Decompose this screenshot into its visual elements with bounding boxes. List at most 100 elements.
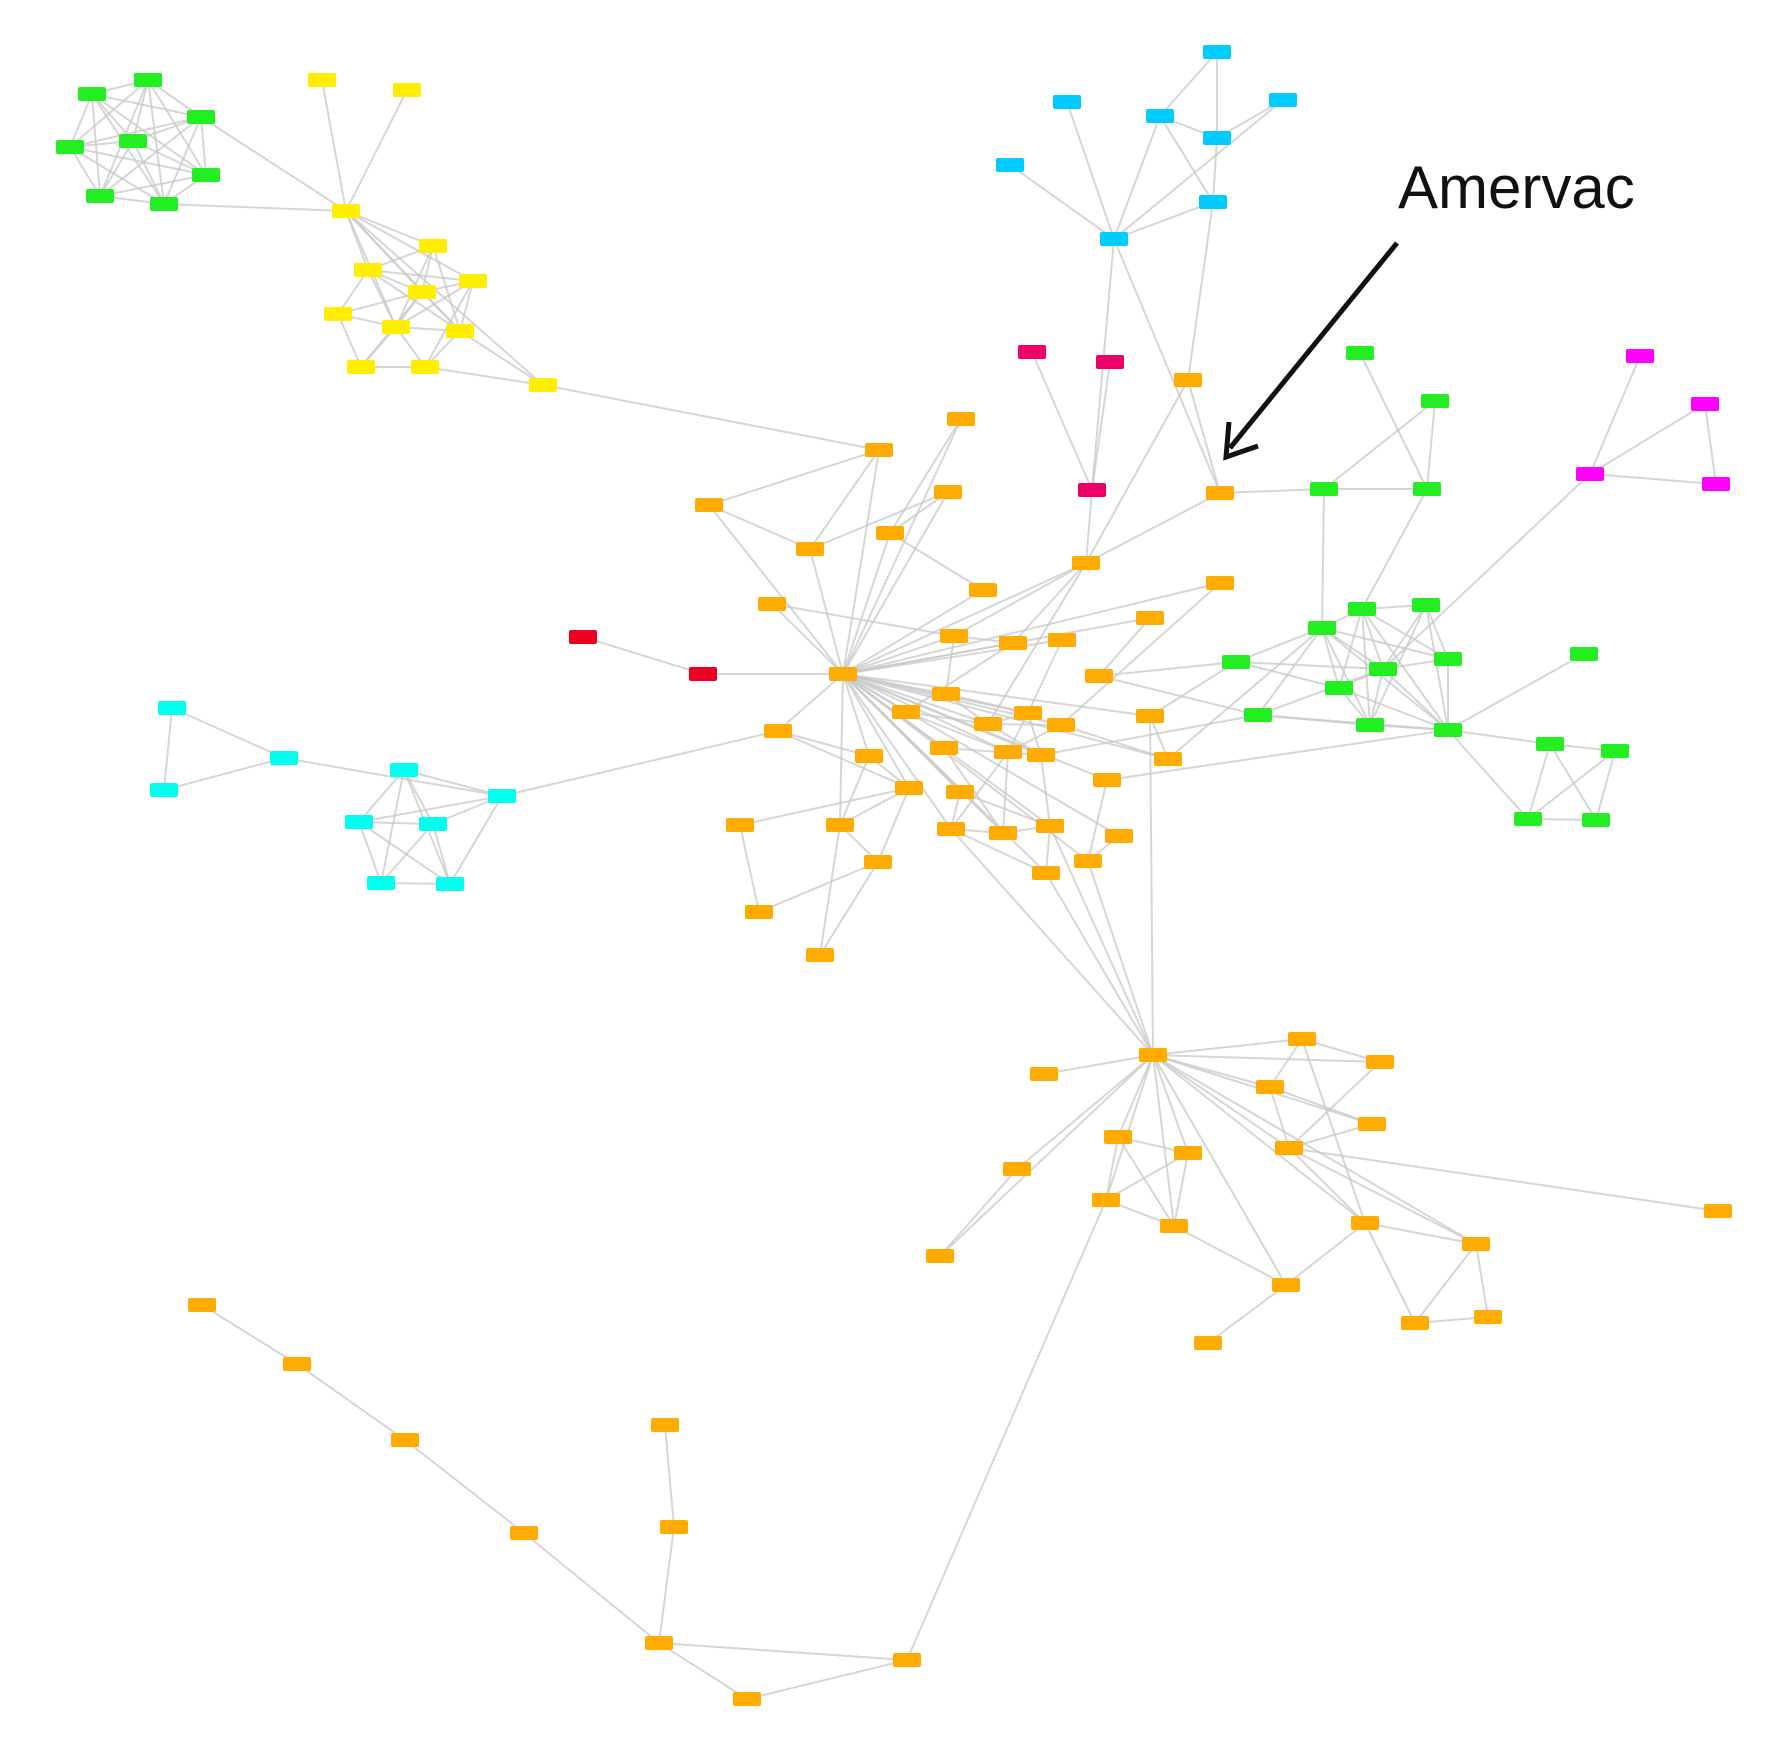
- edge: [1187, 379, 1221, 494]
- edge: [147, 79, 207, 176]
- node-orange: [796, 542, 824, 556]
- edge: [905, 642, 1014, 713]
- edge: [1085, 379, 1189, 564]
- edge: [1589, 403, 1706, 475]
- edge: [1364, 1222, 1416, 1324]
- node-orange: [855, 749, 883, 763]
- edge: [1382, 604, 1427, 670]
- edge: [1152, 1054, 1189, 1154]
- edge: [1152, 1054, 1381, 1063]
- edge: [842, 673, 1151, 717]
- node-orange: [1462, 1237, 1490, 1251]
- edge: [171, 707, 285, 759]
- edge: [523, 1532, 660, 1644]
- node-orange: [926, 1249, 954, 1263]
- node-green: [1222, 655, 1250, 669]
- node-orange: [940, 629, 968, 643]
- node-green: [1413, 482, 1441, 496]
- node-orange: [1092, 1193, 1120, 1207]
- edge: [1187, 201, 1214, 381]
- edge: [842, 491, 949, 675]
- edge: [905, 711, 1009, 753]
- edge: [345, 89, 408, 212]
- edge: [1040, 754, 1051, 827]
- node-green: [1346, 346, 1374, 360]
- node-orange: [1704, 1204, 1732, 1218]
- node-yellow: [308, 73, 336, 87]
- node-green: [187, 110, 215, 124]
- edge: [1031, 351, 1093, 491]
- edge: [1257, 668, 1384, 716]
- edge: [1149, 715, 1154, 1056]
- node-magenta: [1702, 477, 1730, 491]
- edge: [1060, 582, 1221, 726]
- node-yellow: [411, 360, 439, 374]
- edge: [459, 330, 544, 386]
- node-yellow: [382, 320, 410, 334]
- edge: [296, 1363, 406, 1441]
- edge: [380, 823, 434, 884]
- edge: [163, 757, 285, 791]
- node-sky: [1203, 45, 1231, 59]
- edge: [99, 116, 202, 197]
- edge: [501, 730, 779, 797]
- edge: [1269, 1086, 1290, 1149]
- edge: [1321, 627, 1449, 731]
- node-orange: [895, 781, 923, 795]
- edge: [1087, 779, 1108, 862]
- edge: [1704, 403, 1717, 485]
- edge: [842, 673, 1120, 837]
- edge: [1009, 164, 1115, 240]
- edge: [939, 1054, 1154, 1257]
- edge: [1425, 604, 1449, 660]
- edge: [163, 707, 173, 791]
- node-green: [1412, 598, 1440, 612]
- edge: [1152, 1054, 1175, 1227]
- edge: [906, 1199, 1107, 1661]
- node-orange: [510, 1526, 538, 1540]
- node-green: [1308, 621, 1336, 635]
- edge: [777, 730, 910, 789]
- node-yellow: [393, 83, 421, 97]
- node-orange: [764, 724, 792, 738]
- node-orange: [974, 717, 1002, 731]
- node-green: [1325, 681, 1353, 695]
- edge: [1361, 488, 1428, 610]
- edge: [809, 491, 949, 550]
- node-magenta: [1626, 349, 1654, 363]
- edge: [69, 79, 149, 148]
- edge: [1113, 238, 1221, 494]
- node-yellow: [419, 239, 447, 253]
- edge: [1159, 51, 1218, 117]
- edge: [1269, 1038, 1303, 1088]
- edge-layer: [69, 51, 1719, 1700]
- annotation: Amervac: [1223, 154, 1635, 461]
- node-green: [192, 168, 220, 182]
- edge: [1527, 750, 1616, 820]
- edge: [1364, 1222, 1477, 1245]
- edge: [1173, 1152, 1189, 1227]
- edge: [839, 755, 870, 826]
- node-yellow: [324, 307, 352, 321]
- node-aqua: [345, 815, 373, 829]
- edge: [1152, 1038, 1303, 1056]
- node-orange: [864, 855, 892, 869]
- node-sky: [1053, 95, 1081, 109]
- edge: [1113, 201, 1214, 240]
- node-orange: [1139, 1048, 1167, 1062]
- edge: [658, 1642, 908, 1661]
- edge: [1382, 473, 1591, 670]
- node-orange: [758, 597, 786, 611]
- edge: [842, 582, 1221, 675]
- edge: [1369, 668, 1384, 726]
- node-orange: [1174, 1146, 1202, 1160]
- edge: [658, 1526, 675, 1644]
- edge: [943, 747, 1042, 756]
- node-green: [1421, 394, 1449, 408]
- edge: [842, 589, 984, 675]
- node-orange: [733, 1692, 761, 1706]
- edge: [1085, 492, 1221, 564]
- edge: [380, 769, 405, 884]
- edge: [69, 146, 101, 197]
- node-orange: [391, 1433, 419, 1447]
